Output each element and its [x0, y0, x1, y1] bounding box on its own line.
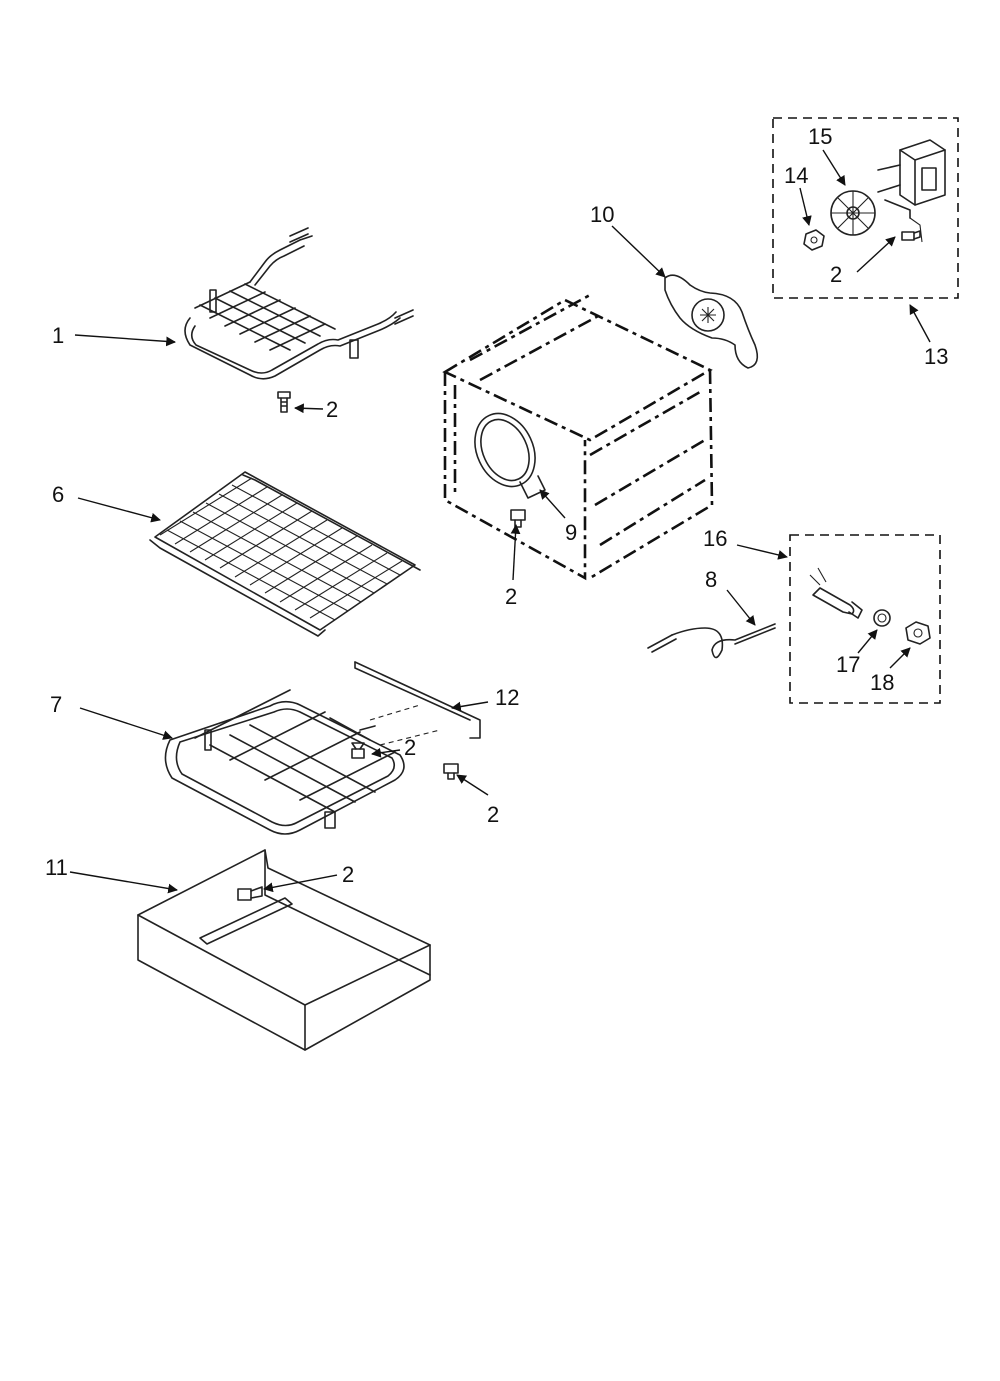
callout-2-bracket-screw: 2: [487, 802, 499, 827]
fan-blade: [830, 190, 876, 236]
callout-15: 15: [808, 124, 832, 149]
oven-cavity: [442, 293, 714, 581]
callout-7: 7: [50, 692, 62, 717]
screw-13: [901, 230, 921, 241]
screw-cavity: [510, 509, 526, 528]
fan-baffle: [664, 274, 759, 369]
sensor-kit-box: [789, 534, 941, 704]
fan-motor: [877, 139, 946, 243]
callout-16: 16: [703, 526, 727, 551]
callout-8: 8: [705, 567, 717, 592]
screw-1: [277, 391, 291, 413]
callout-6: 6: [52, 482, 64, 507]
callout-17: 17: [836, 652, 860, 677]
fan-motor-kit-box: [772, 117, 959, 299]
tray: [137, 849, 431, 1051]
convection-element: [474, 412, 546, 499]
callout-18: 18: [870, 670, 894, 695]
screw-11: [237, 886, 263, 901]
callout-11: 11: [45, 855, 68, 880]
callout-1: 1: [52, 323, 64, 348]
callout-2-broil-screw: 2: [326, 397, 338, 422]
bake-element: [164, 689, 405, 835]
callout-2-motor-screw: 2: [830, 262, 842, 287]
screw-12: [443, 763, 459, 780]
callout-14: 14: [784, 163, 808, 188]
callout-12: 12: [495, 685, 519, 710]
callout-2-tray-screw: 2: [342, 862, 354, 887]
element-bracket: [354, 661, 481, 746]
sensor-sensor: [809, 567, 863, 619]
lock-washer: [873, 609, 891, 627]
temperature-sensor: [647, 623, 776, 659]
hex-nut-14: [803, 229, 825, 251]
leader-lines: [69, 149, 931, 894]
callout-13: 13: [924, 344, 948, 369]
screw-7: [351, 742, 365, 759]
callout-10: 10: [590, 202, 614, 227]
hex-nut-18: [905, 621, 931, 645]
callout-2-cavity-screw: 2: [505, 584, 517, 609]
callout-2-bake-screw: 2: [404, 735, 416, 760]
oven-rack: [149, 471, 421, 637]
callout-9: 9: [565, 520, 577, 545]
broil-element: [184, 227, 414, 380]
